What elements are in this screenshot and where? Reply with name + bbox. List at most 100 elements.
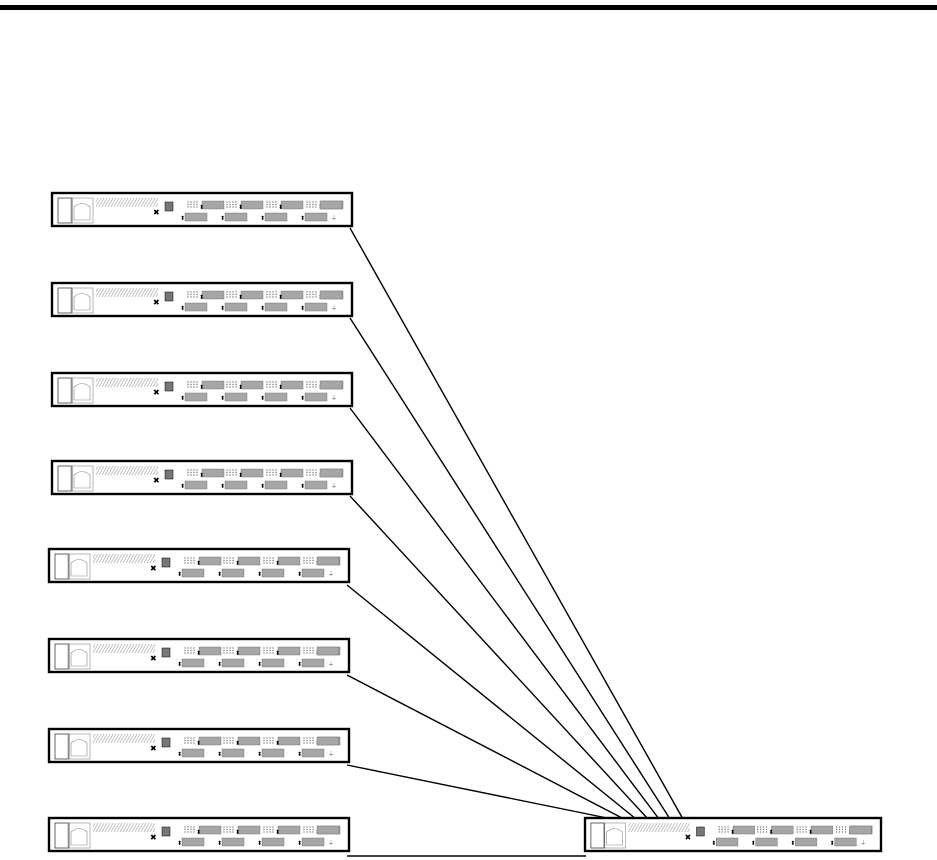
port-block-icon bbox=[201, 468, 225, 478]
power-inlet-icon bbox=[70, 287, 94, 314]
led-dot-icon bbox=[229, 201, 231, 203]
led-dot-icon bbox=[190, 826, 192, 828]
led-dot-icon bbox=[303, 649, 305, 652]
led-dot-icon bbox=[223, 826, 225, 828]
led-dot-icon bbox=[232, 647, 234, 649]
power-socket-icon bbox=[73, 203, 91, 221]
port-block-icon bbox=[304, 480, 328, 490]
led-dot-icon bbox=[303, 739, 305, 742]
led-dot-icon bbox=[306, 386, 308, 388]
port-block-icon bbox=[237, 646, 261, 656]
led-dot-icon bbox=[799, 831, 801, 833]
led-dot-icon bbox=[232, 383, 234, 386]
led-dot-icon bbox=[727, 831, 729, 833]
led-dot-icon bbox=[269, 291, 271, 293]
led-dot-icon bbox=[263, 649, 265, 652]
led-dot-icon bbox=[190, 737, 192, 739]
led-dot-icon bbox=[312, 831, 314, 833]
led-dot-icon bbox=[235, 386, 237, 388]
led-dot-icon bbox=[315, 201, 317, 203]
led-dot-icon bbox=[190, 557, 192, 559]
port-block-icon bbox=[181, 658, 205, 668]
led-dot-icon bbox=[190, 296, 192, 298]
ground-icon: ⏚ bbox=[331, 305, 337, 312]
led-dot-icon bbox=[272, 469, 274, 471]
led-dot-icon bbox=[312, 742, 314, 744]
port-arrow-icon: ⬍ bbox=[297, 661, 302, 668]
port-arrow-icon: ⬍ bbox=[300, 305, 305, 312]
led-dot-icon bbox=[306, 649, 308, 652]
led-dot-icon bbox=[306, 652, 308, 654]
port-arrow-icon: ⬍ bbox=[180, 395, 185, 402]
led-dot-icon bbox=[229, 291, 231, 293]
port-block-icon bbox=[181, 748, 205, 758]
led-dot-icon bbox=[190, 381, 192, 383]
led-dot-icon bbox=[232, 831, 234, 833]
led-dot-icon bbox=[232, 649, 234, 652]
led-dot-icon bbox=[232, 291, 234, 293]
link-switch-2-to-core-switch bbox=[349, 317, 671, 820]
led-dot-icon bbox=[229, 383, 231, 386]
port-arrow-icon: ⬍ bbox=[217, 751, 222, 758]
port-block-icon bbox=[304, 302, 328, 312]
led-dot-icon bbox=[226, 742, 228, 744]
led-dot-icon bbox=[226, 739, 228, 742]
led-dot-icon bbox=[309, 474, 311, 476]
led-dot-icon bbox=[266, 739, 268, 742]
port-block-icon bbox=[261, 658, 285, 668]
module-slot-icon bbox=[57, 465, 73, 492]
led-dot-icon bbox=[193, 293, 195, 296]
led-dot-icon bbox=[190, 203, 192, 206]
led-dot-icon bbox=[844, 831, 847, 833]
led-dot-icon bbox=[762, 826, 765, 828]
led-dot-icon bbox=[235, 383, 237, 386]
led-dot-icon bbox=[269, 828, 271, 831]
led-dot-icon bbox=[226, 291, 228, 293]
led-dot-icon bbox=[312, 203, 314, 206]
led-dot-icon bbox=[312, 562, 314, 564]
power-socket-icon bbox=[606, 828, 623, 846]
port-arrow-icon: ⬍ bbox=[260, 305, 265, 312]
led-dot-icon bbox=[184, 649, 186, 652]
led-dot-icon bbox=[193, 826, 195, 828]
led-dot-icon bbox=[226, 562, 228, 564]
led-dot-icon bbox=[266, 386, 268, 388]
led-dot-icon bbox=[263, 742, 265, 744]
port-arrow-icon: ⬍ bbox=[199, 384, 204, 391]
led-dot-icon bbox=[193, 652, 195, 654]
led-dot-icon bbox=[184, 737, 186, 739]
led-dot-icon bbox=[235, 381, 237, 383]
port-block-icon bbox=[198, 556, 222, 566]
management-port-icon bbox=[164, 291, 174, 302]
led-dot-icon bbox=[232, 562, 234, 564]
port-block-icon bbox=[277, 825, 301, 835]
led-dot-icon bbox=[315, 474, 317, 476]
led-dot-icon bbox=[187, 562, 189, 564]
port-block-icon bbox=[221, 837, 245, 847]
led-dot-icon bbox=[303, 742, 305, 744]
led-dot-icon bbox=[306, 559, 308, 562]
led-dot-icon bbox=[799, 826, 801, 828]
led-dot-icon bbox=[269, 203, 271, 206]
switch-5: ✖⬍⬍⬍⬍⬍⬍⬍⬍⏚ bbox=[47, 547, 351, 584]
led-dot-icon bbox=[193, 469, 195, 471]
led-dot-icon bbox=[187, 206, 189, 208]
led-dot-icon bbox=[229, 296, 231, 298]
led-dot-icon bbox=[226, 737, 228, 739]
led-dot-icon bbox=[193, 831, 195, 833]
led-dot-icon bbox=[721, 828, 723, 831]
led-dot-icon bbox=[312, 647, 314, 649]
led-dot-icon bbox=[303, 557, 305, 559]
led-dot-icon bbox=[190, 559, 192, 562]
port-arrow-icon: ⬍ bbox=[235, 560, 240, 567]
led-dot-icon bbox=[306, 474, 308, 476]
port-arrow-icon: ⬍ bbox=[275, 650, 280, 657]
led-dot-icon bbox=[229, 381, 231, 383]
led-dot-icon bbox=[303, 562, 305, 564]
led-dot-icon bbox=[303, 737, 305, 739]
led-dot-icon bbox=[187, 201, 189, 203]
led-dot-icon bbox=[190, 562, 192, 564]
led-dot-icon bbox=[266, 471, 268, 474]
led-dot-icon bbox=[232, 559, 234, 562]
led-dot-icon bbox=[309, 557, 311, 559]
